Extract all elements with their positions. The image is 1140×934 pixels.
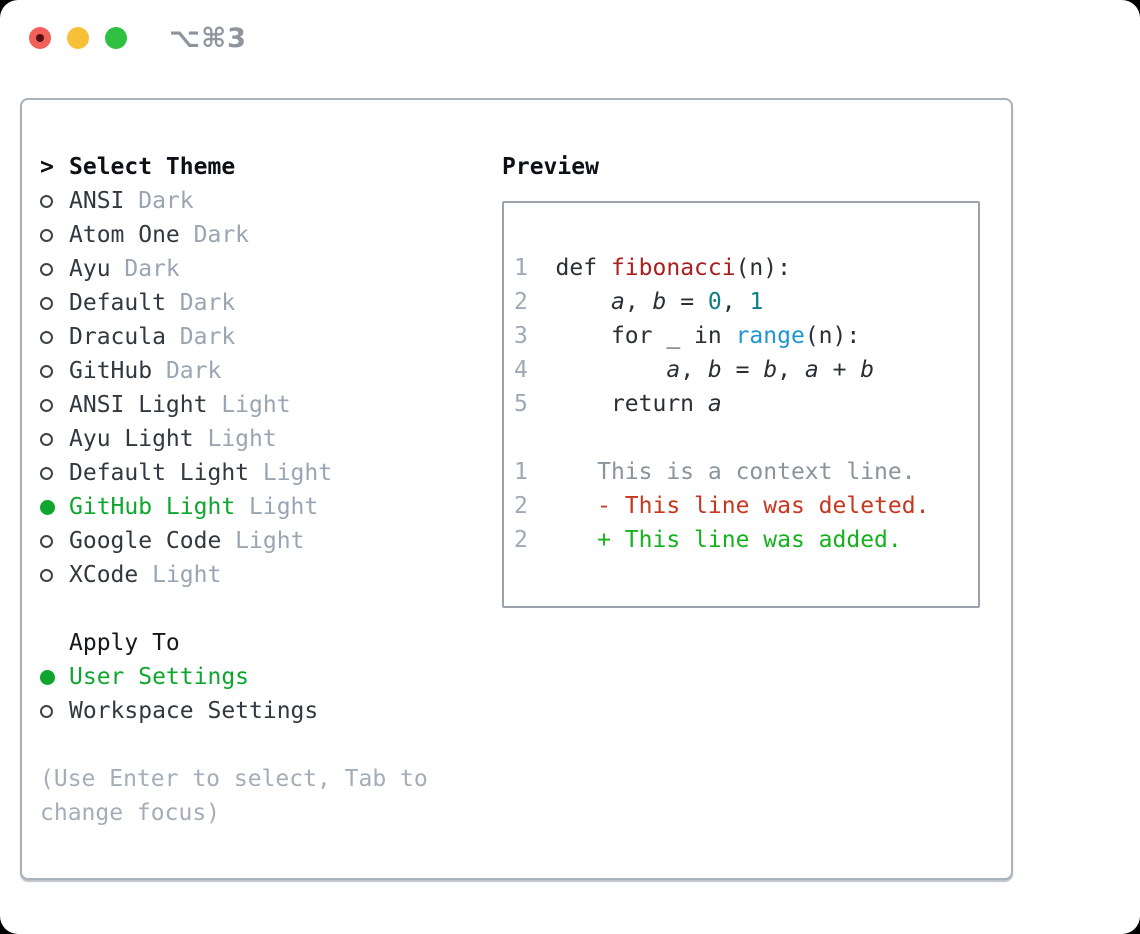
preview-code-line: [514, 421, 978, 455]
radio-icon: [40, 296, 53, 310]
apply-option-user-settings[interactable]: User Settings: [40, 660, 500, 694]
close-button[interactable]: [29, 27, 51, 49]
theme-option-github-light[interactable]: GitHub Light Light: [40, 490, 500, 524]
radio-icon: [40, 534, 53, 548]
radio-icon: [40, 364, 53, 378]
theme-option-ansi-light[interactable]: ANSI Light Light: [40, 388, 500, 422]
option-label: Default Light: [69, 460, 250, 486]
preview-title: Preview: [502, 154, 599, 180]
option-variant-label: Dark: [165, 290, 236, 316]
preview-code-line: 3 for _ in range(n):: [514, 323, 861, 349]
theme-option-xcode[interactable]: XCode Light: [40, 558, 500, 592]
radio-icon: [40, 568, 53, 582]
theme-option-github[interactable]: GitHub Dark: [40, 354, 500, 388]
theme-option-default-light[interactable]: Default Light Light: [40, 456, 500, 490]
preview-code-line: 5 return a: [514, 391, 722, 417]
radio-icon: [40, 228, 53, 242]
theme-option-ayu-light[interactable]: Ayu Light Light: [40, 422, 500, 456]
radio-icon: [40, 262, 53, 276]
radio-icon: [40, 466, 53, 480]
theme-option-dracula[interactable]: Dracula Dark: [40, 320, 500, 354]
option-variant-label: Dark: [152, 358, 222, 384]
option-variant-label: Light: [138, 562, 222, 588]
code-preview-box: 1 def fibonacci(n): 2 a, b = 0, 1 3 for _ …: [502, 201, 980, 608]
theme-option-ayu[interactable]: Ayu Dark: [40, 252, 500, 286]
help-line-1: (Use Enter to select, Tab to: [40, 766, 428, 792]
option-label: ANSI: [69, 188, 125, 214]
option-label: XCode: [69, 562, 139, 588]
help-text: (Use Enter to select, Tab to change focus…: [40, 762, 500, 830]
preview-code-line: 2 + This line was added.: [514, 527, 902, 553]
spacer: [40, 728, 500, 762]
option-label: Default: [69, 290, 166, 316]
preview-code-line: 4 a, b = b, a + b: [514, 357, 875, 383]
chevron-right-icon: >: [40, 154, 54, 180]
theme-option-google-code[interactable]: Google Code Light: [40, 524, 500, 558]
apply-to-title: Apply To: [69, 630, 180, 656]
option-variant-label: Light: [235, 494, 319, 520]
title-bar: ⌥⌘3: [29, 23, 247, 54]
apply-to-header: Apply To: [40, 626, 500, 660]
option-label: Dracula: [69, 324, 166, 350]
option-variant-label: Dark: [124, 188, 194, 214]
preview-code-line: 1 This is a context line.: [514, 459, 916, 485]
option-label: GitHub: [69, 358, 153, 384]
option-variant-label: Dark: [110, 256, 180, 282]
radio-icon: [40, 398, 53, 412]
option-variant-label: Dark: [179, 222, 250, 248]
apply-option-workspace-settings[interactable]: Workspace Settings: [40, 694, 500, 728]
spacer: [40, 592, 500, 626]
option-label: ANSI Light: [69, 392, 208, 418]
option-label: Workspace Settings: [69, 698, 319, 724]
option-label: Google Code: [69, 528, 222, 554]
radio-selected-icon: [40, 499, 55, 515]
preview-code-line: 2 - This line was deleted.: [514, 493, 930, 519]
option-variant-label: Dark: [165, 324, 236, 350]
window-title: ⌥⌘3: [169, 22, 247, 54]
option-variant-label: Light: [207, 392, 291, 418]
theme-option-atom-one[interactable]: Atom One Dark: [40, 218, 500, 252]
radio-icon: [40, 194, 53, 208]
radio-icon: [40, 704, 53, 718]
option-label: GitHub Light: [69, 494, 236, 520]
option-label: Atom One: [69, 222, 180, 248]
close-dot-icon: [36, 34, 44, 42]
select-theme-title: Select Theme: [69, 154, 236, 180]
radio-icon: [40, 432, 53, 446]
help-line-2: change focus): [40, 800, 221, 826]
preview-code-line: 1 def fibonacci(n):: [514, 255, 791, 281]
radio-icon: [40, 330, 53, 344]
radio-selected-icon: [40, 669, 55, 685]
option-label: Ayu Light: [69, 426, 194, 452]
preview-column: Preview 1 def fibonacci(n): 2 a, b = 0, 1…: [502, 150, 1002, 608]
theme-option-ansi[interactable]: ANSI Dark: [40, 184, 500, 218]
minimize-button[interactable]: [67, 27, 89, 49]
option-variant-label: Light: [221, 528, 305, 554]
select-theme-header: > Select Theme: [40, 150, 500, 184]
theme-option-default[interactable]: Default Dark: [40, 286, 500, 320]
option-variant-label: Light: [193, 426, 277, 452]
preview-code-line: 2 a, b = 0, 1: [514, 289, 764, 315]
option-label: Ayu: [69, 256, 111, 282]
zoom-button[interactable]: [105, 27, 127, 49]
option-label: User Settings: [69, 664, 250, 690]
option-variant-label: Light: [249, 460, 333, 486]
